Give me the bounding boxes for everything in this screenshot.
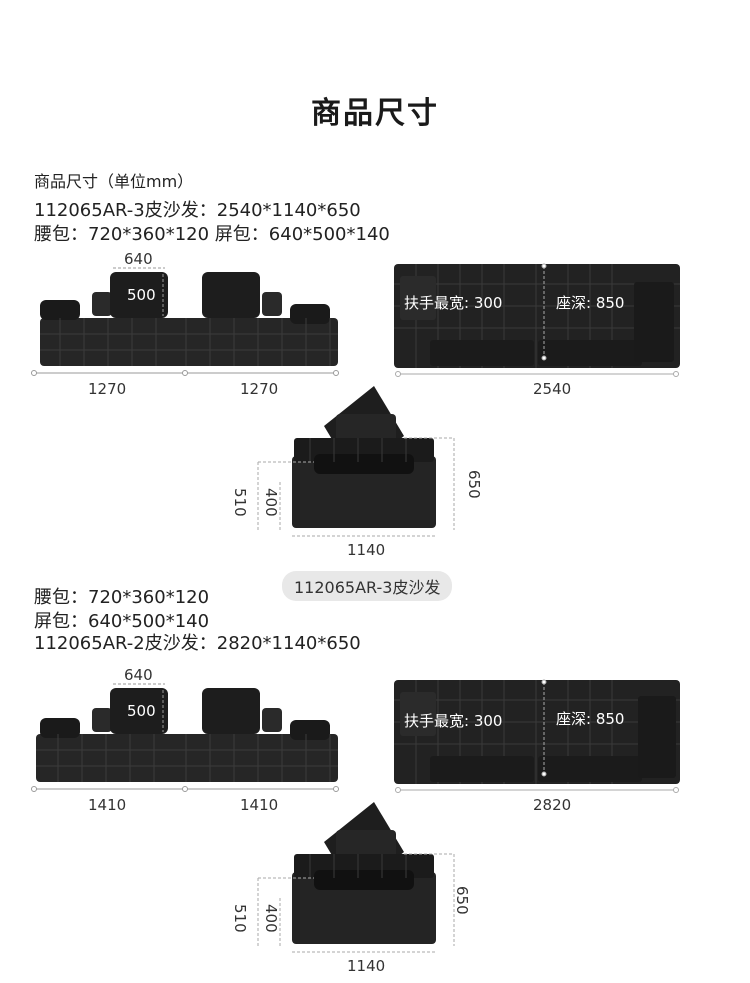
seat-depth-label: 座深: 850 bbox=[556, 294, 625, 312]
pillow-height-label: 500 bbox=[127, 286, 156, 304]
front-right-width: 1270 bbox=[240, 380, 279, 398]
side-arm-height: 400 bbox=[262, 488, 280, 517]
sofa-side-view bbox=[257, 386, 455, 537]
side-depth-label-2: 1140 bbox=[347, 957, 386, 975]
pillow-width-label-2: 640 bbox=[124, 666, 153, 684]
armrest-width-label: 扶手最宽: 300 bbox=[404, 294, 503, 312]
side-seat-height-2: 510 bbox=[231, 904, 249, 933]
side-seat-height: 510 bbox=[231, 488, 249, 517]
pillow-width-label: 640 bbox=[124, 250, 153, 268]
page-title: 商品尺寸 bbox=[311, 96, 439, 131]
side-depth-label: 1140 bbox=[347, 541, 386, 559]
model-tag: 112065AR-3皮沙发 bbox=[282, 571, 453, 601]
front-left-width: 1270 bbox=[88, 380, 127, 398]
sofa-front-view bbox=[31, 267, 339, 376]
armrest-width-label-2: 扶手最宽: 300 bbox=[404, 712, 503, 730]
seat-depth-label-2: 座深: 850 bbox=[556, 710, 625, 728]
cushion-spec: 腰包：720*360*120 屏包：640*500*140 bbox=[34, 224, 390, 245]
sofa-side-view-2 bbox=[257, 802, 455, 953]
sofa-top-view-2 bbox=[394, 679, 680, 793]
top-total-width-2: 2820 bbox=[533, 796, 572, 814]
top-total-width: 2540 bbox=[533, 380, 572, 398]
side-total-height-2: 650 bbox=[453, 886, 471, 915]
model-spec-2seat: 112065AR-2皮沙发：2820*1140*650 bbox=[34, 633, 361, 654]
side-arm-height-2: 400 bbox=[262, 904, 280, 933]
sofa-front-view-2 bbox=[31, 683, 339, 792]
unit-caption: 商品尺寸（单位mm） bbox=[34, 172, 194, 191]
model-spec-3seat: 112065AR-3皮沙发：2540*1140*650 bbox=[34, 200, 361, 221]
sofa-top-view bbox=[394, 263, 680, 377]
pillow-spec: 屏包：640*500*140 bbox=[34, 611, 210, 632]
lumbar-spec: 腰包：720*360*120 bbox=[34, 587, 210, 608]
pillow-height-label-2: 500 bbox=[127, 702, 156, 720]
front-right-width-2: 1410 bbox=[240, 796, 279, 814]
front-left-width-2: 1410 bbox=[88, 796, 127, 814]
side-total-height: 650 bbox=[465, 470, 483, 499]
